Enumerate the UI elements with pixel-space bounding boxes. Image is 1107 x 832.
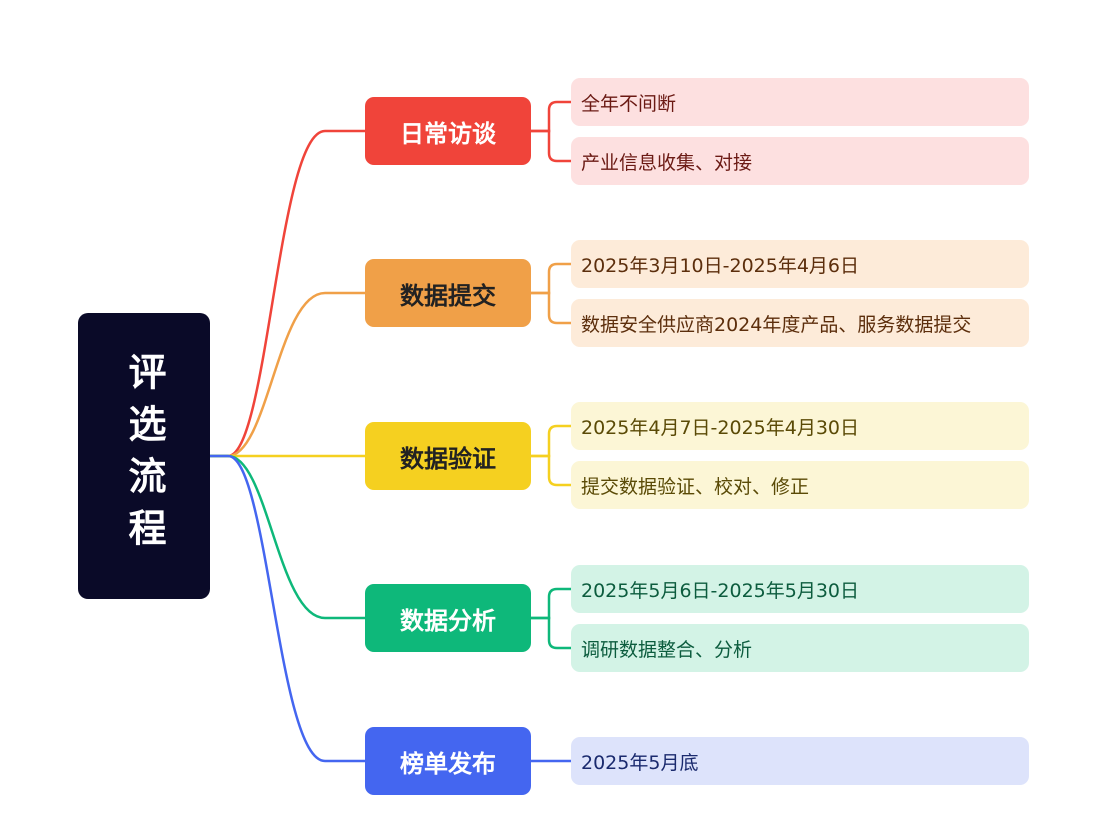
leaf-text: 2025年5月底 bbox=[581, 751, 699, 774]
leaf-text: 产业信息收集、对接 bbox=[581, 151, 753, 174]
branch-to-leaf-connector bbox=[529, 100, 573, 133]
leaf-text: 2025年3月10日-2025年4月6日 bbox=[581, 254, 860, 277]
leaf-node: 提交数据验证、校对、修正 bbox=[571, 461, 1029, 509]
branch-node-data-verification: 数据验证 bbox=[365, 422, 531, 490]
root-to-branch-connector bbox=[208, 129, 367, 458]
leaf-node: 全年不间断 bbox=[571, 78, 1029, 126]
branch-node-daily-interview: 日常访谈 bbox=[365, 97, 531, 165]
branch-to-leaf-connector bbox=[529, 454, 573, 487]
branch-to-leaf-connector bbox=[529, 424, 573, 458]
root-to-branch-connector bbox=[208, 454, 367, 620]
branch-to-leaf-connector bbox=[529, 587, 573, 620]
branch-to-leaf-connector bbox=[529, 616, 573, 650]
branch-to-leaf-connector bbox=[529, 291, 573, 325]
leaf-text: 调研数据整合、分析 bbox=[581, 638, 753, 661]
root-to-branch-connector bbox=[208, 291, 367, 458]
leaf-text: 数据安全供应商2024年度产品、服务数据提交 bbox=[581, 313, 972, 336]
branch-to-leaf-connector bbox=[529, 129, 573, 163]
root-title: 评选流程 bbox=[122, 352, 166, 560]
branch-label: 日常访谈 bbox=[400, 119, 496, 148]
root-node: 评选流程 bbox=[78, 313, 210, 599]
leaf-node: 2025年5月6日-2025年5月30日 bbox=[571, 565, 1029, 613]
leaf-node: 2025年4月7日-2025年4月30日 bbox=[571, 402, 1029, 450]
leaf-text: 全年不间断 bbox=[581, 92, 677, 115]
branch-node-ranking-release: 榜单发布 bbox=[365, 727, 531, 795]
leaf-text: 提交数据验证、校对、修正 bbox=[581, 475, 810, 498]
leaf-node: 2025年3月10日-2025年4月6日 bbox=[571, 240, 1029, 288]
branch-label: 榜单发布 bbox=[400, 749, 496, 778]
leaf-text: 2025年4月7日-2025年4月30日 bbox=[581, 416, 860, 439]
branch-node-data-analysis: 数据分析 bbox=[365, 584, 531, 652]
branch-to-leaf-connector bbox=[529, 262, 573, 295]
root-to-branch-connector bbox=[208, 454, 367, 763]
leaf-text: 2025年5月6日-2025年5月30日 bbox=[581, 579, 860, 602]
leaf-node: 产业信息收集、对接 bbox=[571, 137, 1029, 185]
leaf-node: 2025年5月底 bbox=[571, 737, 1029, 785]
branch-label: 数据提交 bbox=[400, 281, 496, 310]
branch-node-data-submission: 数据提交 bbox=[365, 259, 531, 327]
branch-label: 数据分析 bbox=[400, 606, 496, 635]
branch-label: 数据验证 bbox=[400, 444, 496, 473]
leaf-node: 数据安全供应商2024年度产品、服务数据提交 bbox=[571, 299, 1029, 347]
leaf-node: 调研数据整合、分析 bbox=[571, 624, 1029, 672]
